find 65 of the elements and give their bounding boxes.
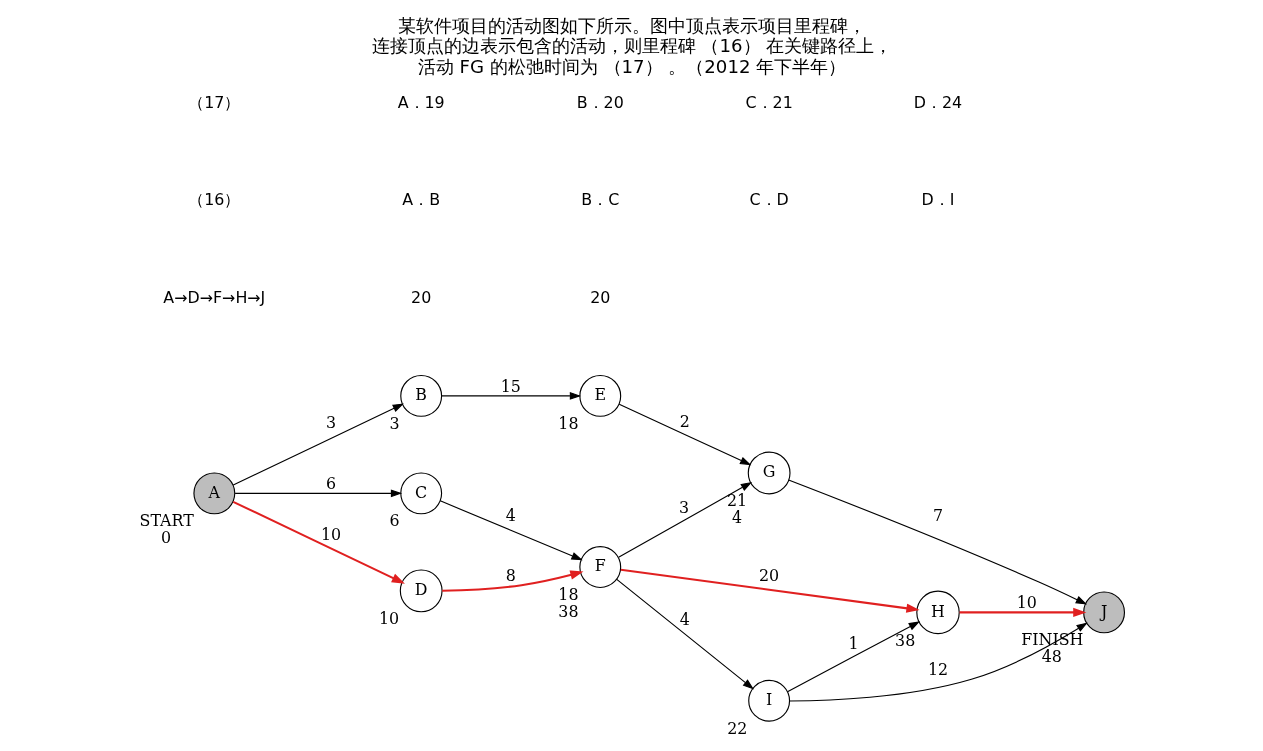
node-circle: D bbox=[399, 569, 443, 613]
arrow bbox=[617, 481, 752, 558]
node-label: 21 bbox=[726, 491, 747, 511]
node-label: 22 bbox=[726, 718, 747, 738]
node-label: 3 bbox=[388, 414, 400, 433]
arrow bbox=[620, 568, 920, 613]
arrow bbox=[232, 403, 404, 486]
edge-label: 15 bbox=[500, 376, 521, 396]
label: （17） bbox=[187, 92, 240, 112]
node-label: 38 bbox=[557, 602, 579, 622]
arrow bbox=[788, 622, 1088, 702]
edge-label: 12 bbox=[927, 659, 948, 679]
edge-label: 6 bbox=[325, 474, 336, 494]
node-circle: C bbox=[399, 472, 442, 515]
arrow bbox=[786, 621, 920, 693]
label: A→D→F→H→J bbox=[162, 287, 265, 307]
node-circle: F bbox=[578, 546, 621, 588]
node-circle: H bbox=[915, 590, 960, 635]
label: B．20 bbox=[576, 92, 624, 112]
edge-label: 2 bbox=[679, 411, 690, 431]
label: B．C bbox=[580, 190, 619, 210]
label: D．24 bbox=[913, 92, 962, 112]
edge-label: 4 bbox=[505, 505, 516, 525]
arrow bbox=[959, 607, 1086, 617]
node-label: 10 bbox=[378, 609, 399, 629]
node-label: 18 bbox=[557, 585, 579, 605]
edge-label: 10 bbox=[1016, 593, 1037, 613]
arrow bbox=[234, 489, 402, 498]
edge-label: 20 bbox=[758, 565, 779, 585]
label: （16） bbox=[187, 190, 240, 210]
arrow bbox=[439, 500, 583, 561]
edge-label: 1 bbox=[848, 633, 859, 653]
label: C．D bbox=[748, 190, 789, 210]
node-label: 4 bbox=[731, 508, 742, 528]
node-circle: I bbox=[747, 679, 790, 722]
arrow bbox=[615, 578, 754, 690]
label: 20 bbox=[589, 287, 610, 307]
arrow bbox=[787, 479, 1087, 605]
label: A．19 bbox=[397, 92, 445, 112]
label: D．I bbox=[921, 190, 954, 210]
edge-label: 4 bbox=[679, 610, 690, 630]
arrow bbox=[232, 500, 405, 584]
label: 20 bbox=[410, 287, 431, 307]
node-circle: G bbox=[747, 451, 791, 495]
label: C．21 bbox=[745, 92, 793, 112]
arrow bbox=[441, 570, 583, 592]
node-label: 48 bbox=[1041, 647, 1062, 667]
node-label: 18 bbox=[557, 414, 579, 433]
label: A．B bbox=[401, 190, 440, 210]
edge-label: 10 bbox=[320, 525, 341, 545]
arrow bbox=[618, 403, 751, 466]
node-circle: E bbox=[578, 374, 621, 417]
diagram-title: 某软件项目的活动图如下所示。图中顶点表示项目里程碑，连接顶点的边表示包含的活动，则里程碑 （16） 在关键路径上，活动 FG 的松弛时间为 （17） 。（2012 年下半年） bbox=[371, 14, 892, 77]
node-label: 38 bbox=[894, 631, 915, 651]
node-label: 6 bbox=[388, 511, 400, 531]
edge-label: 7 bbox=[932, 505, 943, 525]
edge-label: 8 bbox=[505, 565, 516, 585]
node-label: START bbox=[139, 511, 194, 531]
arrow bbox=[440, 391, 581, 400]
node-circle: B bbox=[399, 374, 442, 417]
node-circle: A bbox=[192, 472, 235, 515]
edge-label: 3 bbox=[678, 497, 689, 517]
node-circle: J bbox=[1082, 591, 1125, 634]
node-label: 0 bbox=[160, 528, 171, 548]
edge-label: 3 bbox=[325, 412, 336, 432]
